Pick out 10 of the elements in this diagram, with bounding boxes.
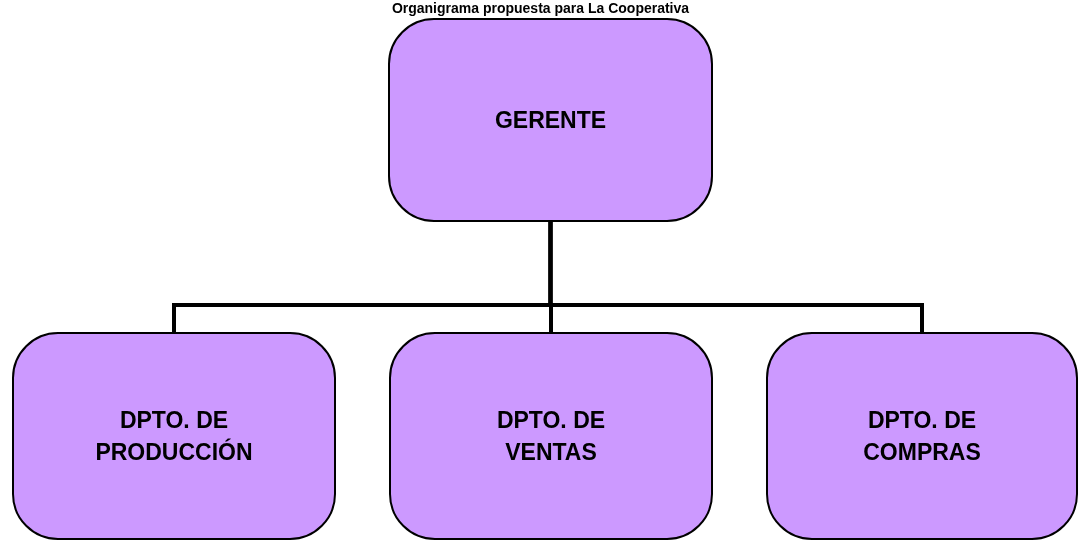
connector-line	[548, 222, 924, 332]
org-box	[766, 332, 1078, 540]
org-box	[12, 332, 336, 540]
org-box	[389, 332, 713, 540]
box-label: DPTO. DE COMPRAS	[862, 406, 982, 467]
box-label: GERENTE	[494, 106, 607, 135]
box-label: DPTO. DE PRODUCCIÓN	[94, 406, 254, 467]
org-box	[388, 18, 713, 222]
box-label: DPTO. DE VENTAS	[495, 406, 607, 467]
diagram-title: Organigrama propuesta para La Cooperativa	[390, 0, 691, 16]
